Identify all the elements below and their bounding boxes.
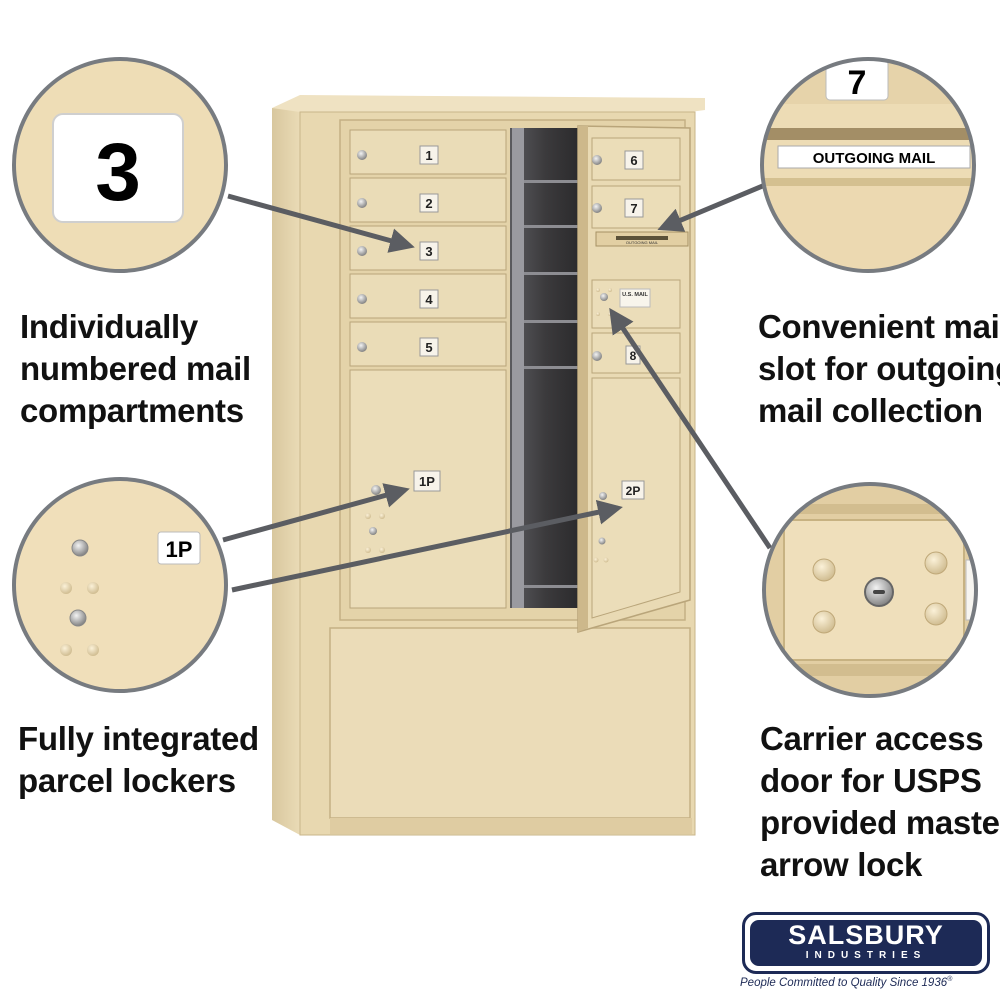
door-lock-icon	[357, 150, 367, 160]
locker-lock-icon	[599, 492, 607, 500]
door-lock-icon	[592, 203, 602, 213]
arrow-to-1p	[222, 483, 410, 543]
locker-lock-icon	[369, 527, 377, 535]
callout-arrows	[222, 182, 773, 593]
caption-line: Fully integrated	[18, 720, 259, 757]
brand-tagline: People Committed to Quality Since 1936®	[740, 976, 995, 989]
zoom-number: 7	[848, 64, 867, 102]
compartment-number: 8	[630, 349, 637, 363]
caption-line: door for USPS	[760, 762, 982, 799]
tagline-text: People Committed to Quality Since 1936	[740, 976, 948, 989]
door-lock-icon	[592, 351, 602, 361]
caption-parcel-lockers: Fully integrated parcel lockers	[18, 718, 259, 802]
compartment-column-left: 1 2 3 4 5	[349, 129, 507, 367]
salsbury-logo: SALSBURY INDUSTRIES	[742, 912, 990, 974]
zoom-circle-parcel: 1P	[12, 477, 228, 693]
caption-line: provided master	[760, 804, 1000, 841]
door-lock-icon	[357, 198, 367, 208]
zoom-locker-number: 1P	[166, 537, 193, 562]
arrow-to-slot	[657, 182, 766, 232]
zoom-number: 3	[95, 127, 141, 218]
logo-subtitle: INDUSTRIES	[805, 950, 927, 961]
pedestal-base	[330, 818, 692, 834]
compartment-number: 1	[425, 148, 432, 163]
caption-line: Individually	[20, 308, 198, 345]
compartment-number: 2	[425, 196, 432, 211]
pedestal	[329, 627, 691, 819]
usps-label: U.S. MAIL	[622, 292, 648, 298]
door-lock-icon	[357, 294, 367, 304]
door-lock-icon	[357, 342, 367, 352]
door-lock-icon	[357, 246, 367, 256]
mailbox-unit: 1 2 3 4 5 1P	[272, 95, 705, 836]
caption-line: Convenient mail	[758, 308, 1000, 345]
caption-line: compartments	[20, 392, 244, 429]
zoom-lock-icon	[69, 609, 87, 627]
caption-line: slot for outgoing	[758, 350, 1000, 387]
caption-line: mail collection	[758, 392, 983, 429]
parcel-locker-1p[interactable]: 1P	[349, 369, 507, 609]
slot-label: OUTGOING MAIL	[626, 240, 659, 245]
caption-line: numbered mail	[20, 350, 251, 387]
unit-side	[272, 108, 300, 835]
caption-outgoing-slot: Convenient mail slot for outgoing mail c…	[758, 306, 1000, 432]
locker-number: 1P	[419, 474, 435, 489]
interior-shelves	[512, 128, 578, 608]
caption-carrier-door: Carrier access door for USPS provided ma…	[760, 718, 1000, 886]
arrow-to-compartment	[227, 193, 415, 253]
arrow-to-2p	[231, 499, 623, 593]
registered-mark: ®	[947, 976, 953, 983]
zoom-circle-carrier	[762, 482, 978, 698]
arrow-lock-icon	[600, 293, 608, 301]
caption-compartments: Individually numbered mail compartments	[20, 306, 251, 432]
caption-line: parcel lockers	[18, 762, 236, 799]
caption-line: arrow lock	[760, 846, 923, 883]
unit-top	[272, 95, 705, 112]
logo-badge: SALSBURY INDUSTRIES	[750, 920, 982, 966]
caption-line: Carrier access	[760, 720, 984, 757]
compartment-number: 6	[630, 153, 637, 168]
zoom-circle-outgoing: 7 OUTGOING MAIL	[760, 57, 976, 273]
door-lock-icon	[592, 155, 602, 165]
logo-name: SALSBURY	[788, 920, 944, 950]
zoom-circle-compartment: 3	[12, 57, 228, 273]
zoom-slot-label: OUTGOING MAIL	[813, 150, 936, 167]
zoom-lock-icon	[71, 539, 89, 557]
carrier-door[interactable]: 6 7 OUTGOING MAIL U.S. MAIL 8	[577, 125, 691, 633]
locker-lock-icon	[598, 537, 606, 545]
compartment-number: 7	[630, 201, 637, 216]
compartment-number: 5	[425, 340, 432, 355]
locker-lock-icon	[371, 485, 381, 495]
compartment-number: 4	[425, 292, 433, 307]
locker-number: 2P	[626, 484, 641, 498]
arrow-to-carrier-door	[609, 307, 773, 550]
compartment-number: 3	[425, 244, 432, 259]
